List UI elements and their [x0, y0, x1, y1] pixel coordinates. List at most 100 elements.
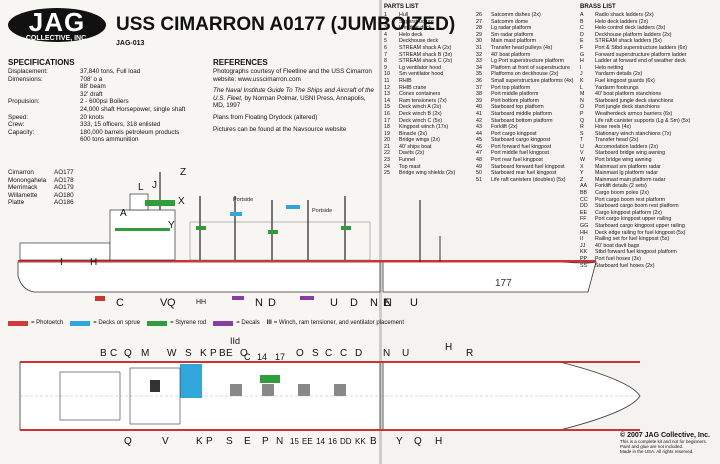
- callout-label: 14: [257, 352, 267, 362]
- part-number: 13: [384, 91, 390, 98]
- part-number: G: [580, 51, 585, 58]
- part-description: Forward superstructure platform ladder: [595, 51, 687, 58]
- part-number: Q: [580, 117, 585, 124]
- part-number: O: [580, 104, 585, 111]
- copyright-note: Paint and glue are not included.: [620, 444, 684, 450]
- part-description: Weatherdeck armco barriers (6x): [595, 110, 673, 117]
- callout-label: D: [268, 297, 276, 309]
- part-number: S: [580, 130, 584, 137]
- winch-mark: III: [266, 320, 272, 326]
- plan-view: B C Q M W S K P B E O IId C 14 17 O S C …: [19, 336, 641, 447]
- part-number: KK: [580, 249, 588, 256]
- jag-logo: JAG COLLECTIVE, INC.: [8, 8, 106, 42]
- part-number: M: [580, 91, 585, 98]
- part-number: 7: [384, 51, 387, 58]
- spec-value: 708' o a 88' beam 32' draft: [80, 75, 106, 98]
- part-description: Hull: [399, 12, 409, 18]
- spec-key: Crew:: [8, 121, 25, 129]
- reference-plans: Plans from Floating Drydock (altered): [213, 113, 318, 121]
- ship-name: Merrimack: [8, 184, 38, 192]
- spec-value: 2 - 600psi Boilers 24,000 shaft Horsepow…: [80, 98, 186, 113]
- part-description: Deck winch A (2x): [399, 104, 442, 111]
- callout-label: J: [152, 180, 157, 191]
- part-description: Lg ventilator hood: [399, 64, 442, 71]
- part-description: Radio shack ladders (2x): [595, 12, 654, 18]
- part-description: Starboard cargo boom rest platform: [595, 203, 679, 210]
- callout-label: H: [90, 257, 97, 268]
- ship-hull: AO186: [54, 199, 74, 207]
- part-description: Starboard cargo kingpost: [491, 137, 551, 144]
- callout-label: U: [402, 348, 409, 359]
- part-number: EE: [580, 209, 588, 216]
- part-number: SS: [580, 262, 588, 269]
- part-number: 24: [384, 163, 390, 170]
- part-number: 19: [384, 130, 390, 137]
- callout-label: KK: [355, 437, 366, 446]
- copyright-note: This is a complete kit and not for begin…: [620, 439, 708, 444]
- callout-label: DD: [340, 437, 352, 446]
- callout-label: N: [384, 297, 392, 309]
- part-description: Davits (2x): [399, 150, 425, 157]
- callout-label: L: [138, 182, 144, 193]
- spec-value: 37,840 tons, Full load: [80, 68, 141, 75]
- callout-label: O: [240, 348, 248, 359]
- ship-hull: AO180: [54, 191, 74, 199]
- part-number: 39: [476, 97, 482, 104]
- part-number: 10: [384, 71, 390, 78]
- part-number: W: [580, 157, 585, 164]
- deck-on-sprue: [230, 212, 242, 216]
- part-number: Y: [580, 170, 584, 177]
- part-description: Satcomm dishes (2x): [491, 12, 541, 18]
- brass-list-item: G Forward superstructure platform ladder: [580, 52, 690, 59]
- callout-label: C: [110, 348, 117, 359]
- spec-row: Speed:20 knots: [8, 114, 208, 122]
- callout-label: B: [370, 436, 377, 447]
- callout-label: E: [383, 297, 390, 309]
- decal-part: [300, 296, 314, 300]
- part-number: 50: [476, 170, 482, 177]
- photoetch-part: [95, 296, 105, 301]
- part-number: F: [580, 44, 584, 51]
- part-number: 30: [476, 38, 482, 45]
- part-number: I: [580, 64, 582, 71]
- part-description: Weather deck: [399, 25, 432, 32]
- part-description: Lg Port superstructure platform: [491, 58, 565, 65]
- plan-rail-photoetch: [20, 361, 640, 363]
- callout-label: U: [410, 297, 418, 309]
- part-description: Starboard jungle deck stanchions: [595, 97, 674, 104]
- logo-subtext: COLLECTIVE, INC.: [25, 35, 89, 42]
- callout-label: M: [141, 348, 149, 359]
- part-number: 9: [384, 64, 387, 71]
- part-number: X: [580, 163, 584, 170]
- part-number: GG: [580, 223, 589, 229]
- part-number: 8: [384, 58, 387, 65]
- part-number: 44: [476, 130, 482, 137]
- helo-deck: [59, 371, 121, 421]
- kingpost-plan: [262, 384, 274, 396]
- part-description: Ram tensioners (7x): [399, 97, 447, 104]
- part-description: 40' ships boat: [399, 143, 432, 150]
- part-description: Transfer head pulleys (4x): [491, 44, 553, 51]
- part-number: L: [580, 84, 583, 91]
- callout-label: N: [255, 297, 263, 309]
- part-number: 33: [476, 58, 482, 65]
- part-number: A: [580, 12, 584, 18]
